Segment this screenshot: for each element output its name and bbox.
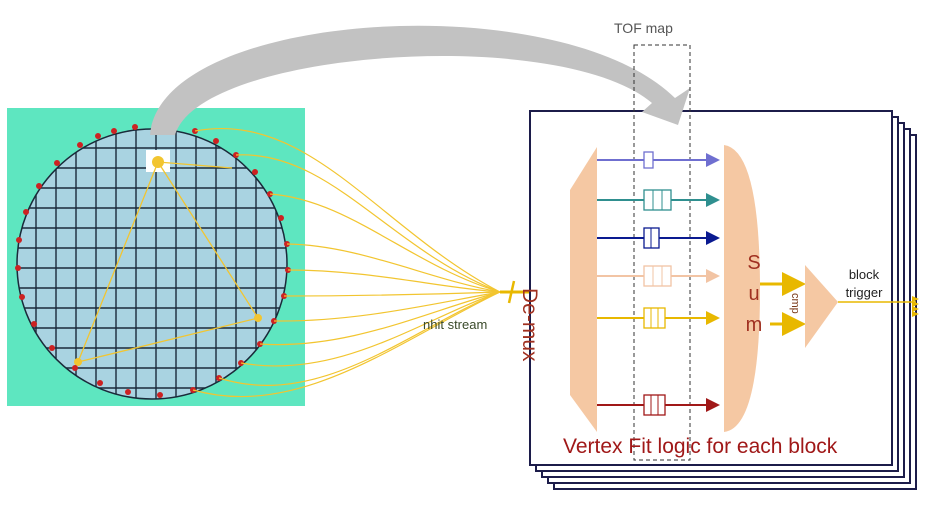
channel-row-4: [597, 265, 720, 287]
nhit-stream-label: nhit stream: [423, 317, 488, 332]
light-rays: [77, 161, 259, 363]
signal-lines: [192, 128, 501, 398]
channel-row-3: [597, 227, 720, 249]
trigger-arrowheads: [912, 296, 919, 317]
block-trigger-label: block trigger: [845, 267, 883, 300]
sum-block: [724, 145, 760, 432]
channel-row-1: [597, 151, 720, 169]
channel-row-2: [597, 189, 720, 211]
sum-label: Sum: [745, 252, 763, 336]
tof-map-box: [633, 44, 691, 461]
tof-map-label: TOF map: [614, 20, 673, 36]
vertex-fit-label: Vertex Fit logic for each block: [563, 435, 838, 458]
demux-label: De-mux: [518, 288, 541, 362]
cmp-label: cmp: [789, 293, 801, 314]
detector-circle: [17, 129, 287, 399]
tof-transfer-arrow: [150, 25, 690, 135]
channel-row-6: [597, 394, 720, 416]
demux-block: [570, 147, 597, 432]
cmp-block: [805, 265, 838, 348]
channel-row-5: [597, 307, 720, 329]
